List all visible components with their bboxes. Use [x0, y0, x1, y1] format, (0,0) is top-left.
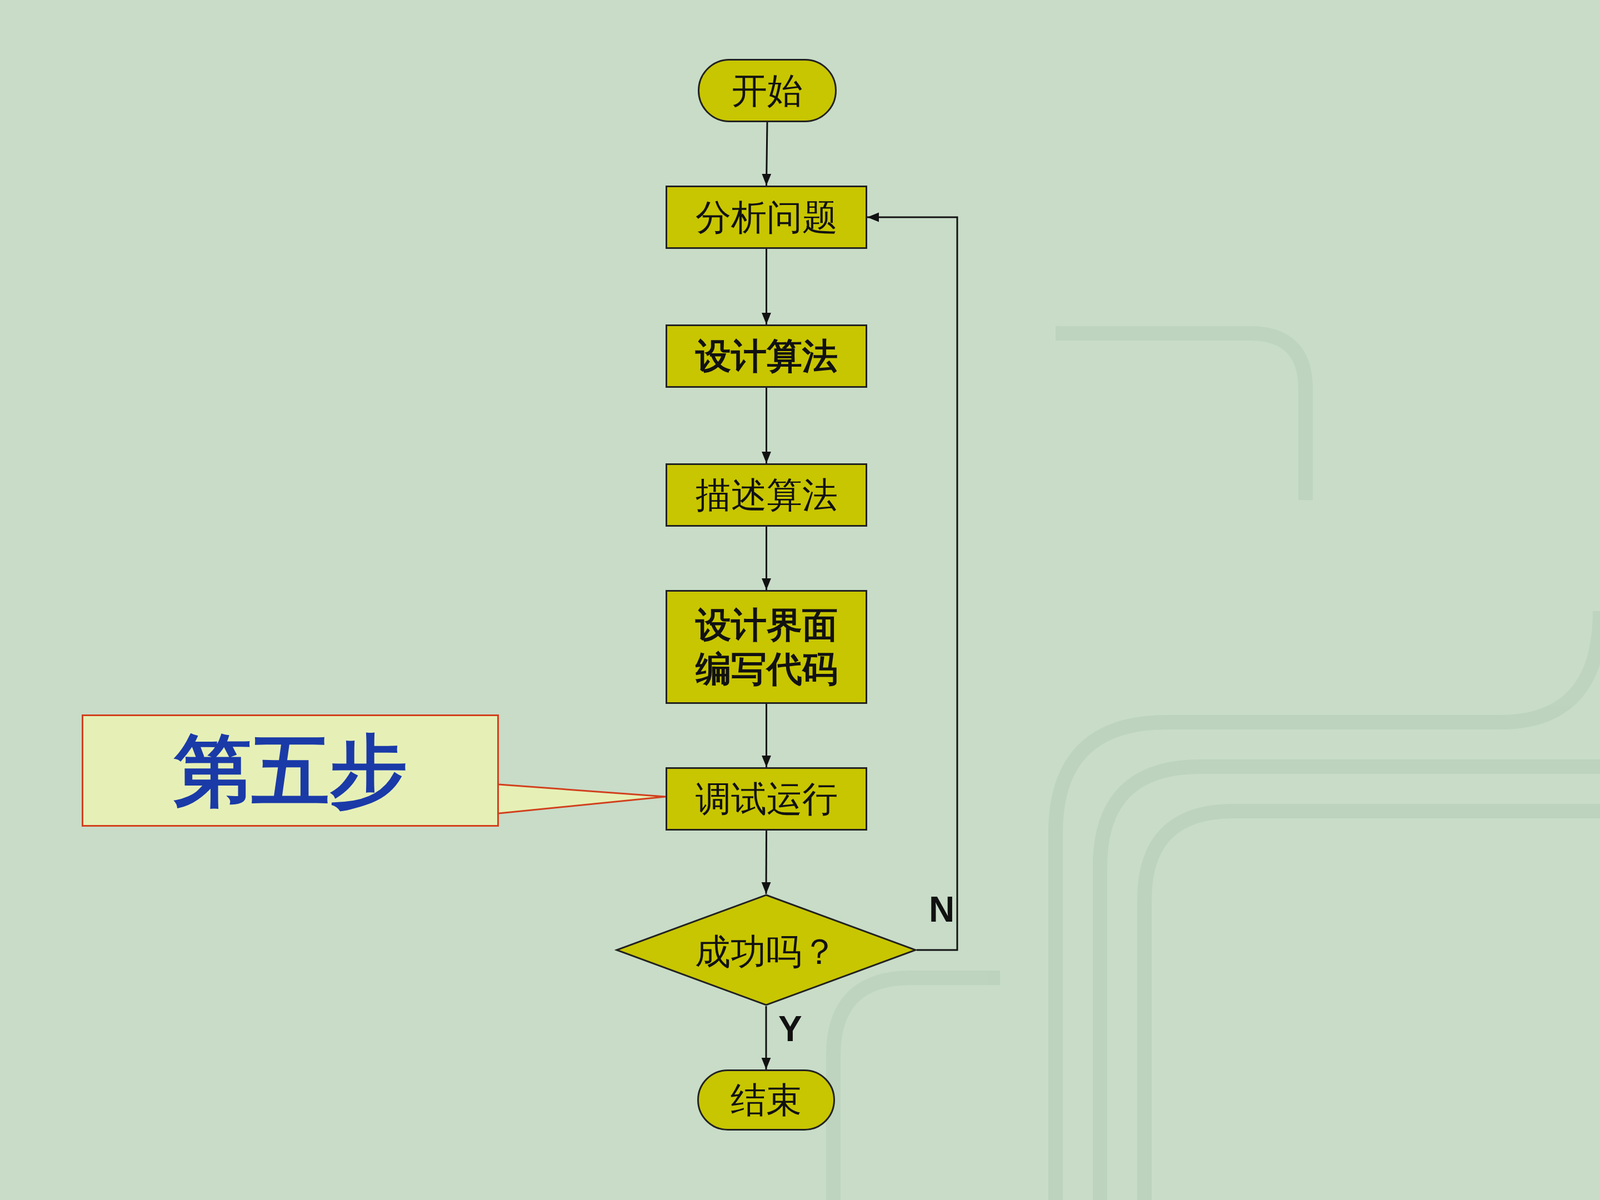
- flow-arrow: [765, 526, 768, 590]
- process-box: 分析问题: [665, 185, 868, 249]
- flow-arrow: [765, 830, 768, 894]
- callout-box: 第五步: [81, 714, 499, 827]
- diamond-shape: [616, 895, 916, 1005]
- node-text: 设计界面 编写代码: [683, 603, 849, 690]
- edge-label: Y: [778, 1008, 803, 1050]
- flow-arrow: [765, 1006, 768, 1070]
- process-box: 设计界面 编写代码: [665, 590, 868, 704]
- node-text: 成功吗？: [695, 930, 838, 974]
- flow-arrow: [765, 703, 768, 768]
- node-text: 结束: [730, 1078, 802, 1122]
- node-text: 设计算法: [695, 334, 838, 378]
- callout-text: 第五步: [173, 723, 408, 819]
- callout-pointer: [498, 784, 666, 814]
- terminal-box: 结束: [697, 1069, 835, 1131]
- process-box: 设计算法: [665, 324, 868, 388]
- flow-arrow: [867, 217, 958, 950]
- flow-arrow: [765, 387, 768, 464]
- edge-label: N: [928, 888, 955, 930]
- node-text: 描述算法: [695, 473, 838, 517]
- process-box: 调试运行: [665, 767, 868, 831]
- flow-arrow: [765, 248, 768, 325]
- flow-arrow: [766, 122, 768, 186]
- node-text: 分析问题: [695, 195, 838, 239]
- terminal-box: 开始: [697, 58, 837, 123]
- node-text: 调试运行: [695, 777, 838, 821]
- decision-diamond: 成功吗？: [615, 893, 917, 1007]
- process-box: 描述算法: [665, 463, 868, 527]
- node-text: 开始: [731, 68, 803, 113]
